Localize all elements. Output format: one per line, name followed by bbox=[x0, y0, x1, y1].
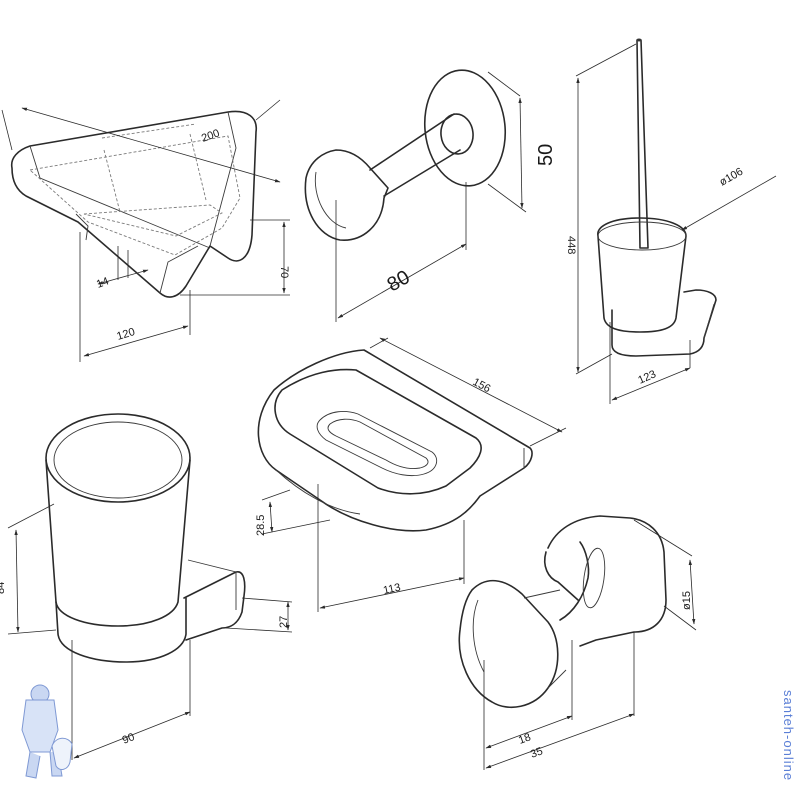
soap-depth-label: 113 bbox=[382, 582, 402, 597]
soap-dish-drawing: 156 28.5 113 bbox=[255, 337, 567, 612]
robe-hook-drawing: 50 80 bbox=[304, 69, 557, 322]
knob-depth-label: 35 bbox=[529, 745, 545, 760]
shelf-drawing: 200 70 14 120 bbox=[1, 99, 290, 362]
shelf-offset-label: 14 bbox=[95, 275, 111, 290]
shelf-width-label: 200 bbox=[200, 127, 221, 145]
plumber-mascot-icon bbox=[21, 684, 73, 779]
knob-offset-label: 18 bbox=[517, 731, 533, 746]
hook-depth-label: 80 bbox=[384, 266, 414, 296]
brush-height-label: 448 bbox=[565, 236, 577, 254]
soap-width-label: 156 bbox=[471, 376, 493, 395]
soap-height-label: 28.5 bbox=[255, 515, 267, 536]
watermark-text: santeh-online bbox=[781, 690, 796, 781]
knob-hook-drawing: ø15 18 35 bbox=[458, 515, 697, 770]
knob-diameter-label: ø15 bbox=[681, 591, 693, 610]
shelf-height-label: 70 bbox=[278, 266, 290, 278]
brush-diameter-label: ø106 bbox=[718, 166, 746, 189]
tumbler-height-label: 84 bbox=[0, 582, 7, 594]
toilet-brush-drawing: 448 ø106 123 bbox=[565, 38, 777, 404]
hook-height-label: 50 bbox=[535, 144, 557, 166]
tumbler-depth-label: 90 bbox=[121, 731, 137, 747]
tumbler-base-label: 27 bbox=[278, 616, 290, 628]
tumbler-drawing: 84 27 90 bbox=[0, 413, 293, 760]
shelf-depth-label: 120 bbox=[115, 326, 136, 343]
brush-depth-label: 123 bbox=[636, 368, 658, 386]
